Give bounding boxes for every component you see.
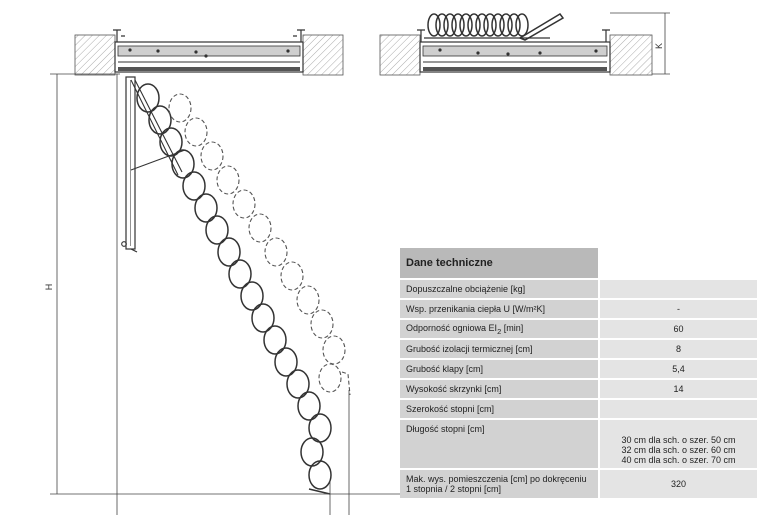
table-row: Dopuszczalne obciążenie [kg] xyxy=(400,280,757,300)
right-ceiling-block-right xyxy=(609,34,653,76)
table-row: Wysokość skrzynki [cm] 14 xyxy=(400,380,757,400)
table-title: Dane techniczne xyxy=(400,248,600,280)
value-line: 30 cm dla sch. o szer. 50 cm xyxy=(621,435,736,445)
scissor-mechanism-folded xyxy=(168,93,351,396)
row-label: Dopuszczalne obciążenie [kg] xyxy=(400,280,600,300)
row-label-suffix: [min] xyxy=(501,322,524,333)
table-row: Długość stopni [cm] 30 cm dla sch. o sze… xyxy=(400,420,757,470)
value-line: 40 cm dla sch. o szer. 70 cm xyxy=(621,455,736,465)
row-value xyxy=(600,400,757,420)
height-label: H xyxy=(44,284,54,291)
row-value: 60 xyxy=(600,320,757,340)
row-label: Odporność ogniowa EI2 [min] xyxy=(400,320,600,340)
k-dimension xyxy=(610,12,670,75)
support-arm xyxy=(121,76,186,253)
left-hatch-panel xyxy=(117,45,301,57)
row-label: Mak. wys. pomieszczenia [cm] po dokręcen… xyxy=(400,470,600,500)
folded-coils xyxy=(424,13,565,41)
left-ceiling-block-left xyxy=(74,34,116,76)
table-row: Szerokość stopni [cm] xyxy=(400,400,757,420)
row-label: Grubość izolacji termicznej [cm] xyxy=(400,340,600,360)
row-value: 320 xyxy=(600,470,757,500)
row-value: 30 cm dla sch. o szer. 50 cm 32 cm dla s… xyxy=(600,420,757,470)
row-label: Wsp. przenikania ciepła U [W/m²K] xyxy=(400,300,600,320)
label-line: Mak. wys. pomieszczenia [cm] po dokręcen… xyxy=(406,474,587,484)
row-value: 5,4 xyxy=(600,360,757,380)
row-label: Długość stopni [cm] xyxy=(400,420,600,470)
row-value xyxy=(600,280,757,300)
row-value: 14 xyxy=(600,380,757,400)
row-label: Grubość klapy [cm] xyxy=(400,360,600,380)
left-ceiling-block-right xyxy=(302,34,344,76)
row-value: - xyxy=(600,300,757,320)
dimension-lines xyxy=(50,73,400,515)
value-line: 32 cm dla sch. o szer. 60 cm xyxy=(621,445,736,455)
row-label: Szerokość stopni [cm] xyxy=(400,400,600,420)
scissor-mechanism-solid xyxy=(136,83,332,495)
label-line: 1 stopnia / 2 stopni [cm] xyxy=(406,484,502,494)
table-row: Wsp. przenikania ciepła U [W/m²K] - xyxy=(400,300,757,320)
table-row: Grubość izolacji termicznej [cm] 8 xyxy=(400,340,757,360)
technical-data-table: Dane techniczne Dopuszczalne obciążenie … xyxy=(400,248,757,500)
right-ceiling xyxy=(379,29,653,76)
row-value: 8 xyxy=(600,340,757,360)
table-row: Odporność ogniowa EI2 [min] 60 xyxy=(400,320,757,340)
row-label-sub: 2 xyxy=(497,326,502,336)
table-row: Grubość klapy [cm] 5,4 xyxy=(400,360,757,380)
k-label: K xyxy=(654,43,664,49)
row-label-main: Odporność ogniowa EI xyxy=(406,322,498,333)
table-header-row: Dane techniczne xyxy=(400,248,757,280)
right-ceiling-block-left xyxy=(379,34,421,76)
row-label: Wysokość skrzynki [cm] xyxy=(400,380,600,400)
left-ceiling xyxy=(74,29,344,76)
table-row: Mak. wys. pomieszczenia [cm] po dokręcen… xyxy=(400,470,757,500)
